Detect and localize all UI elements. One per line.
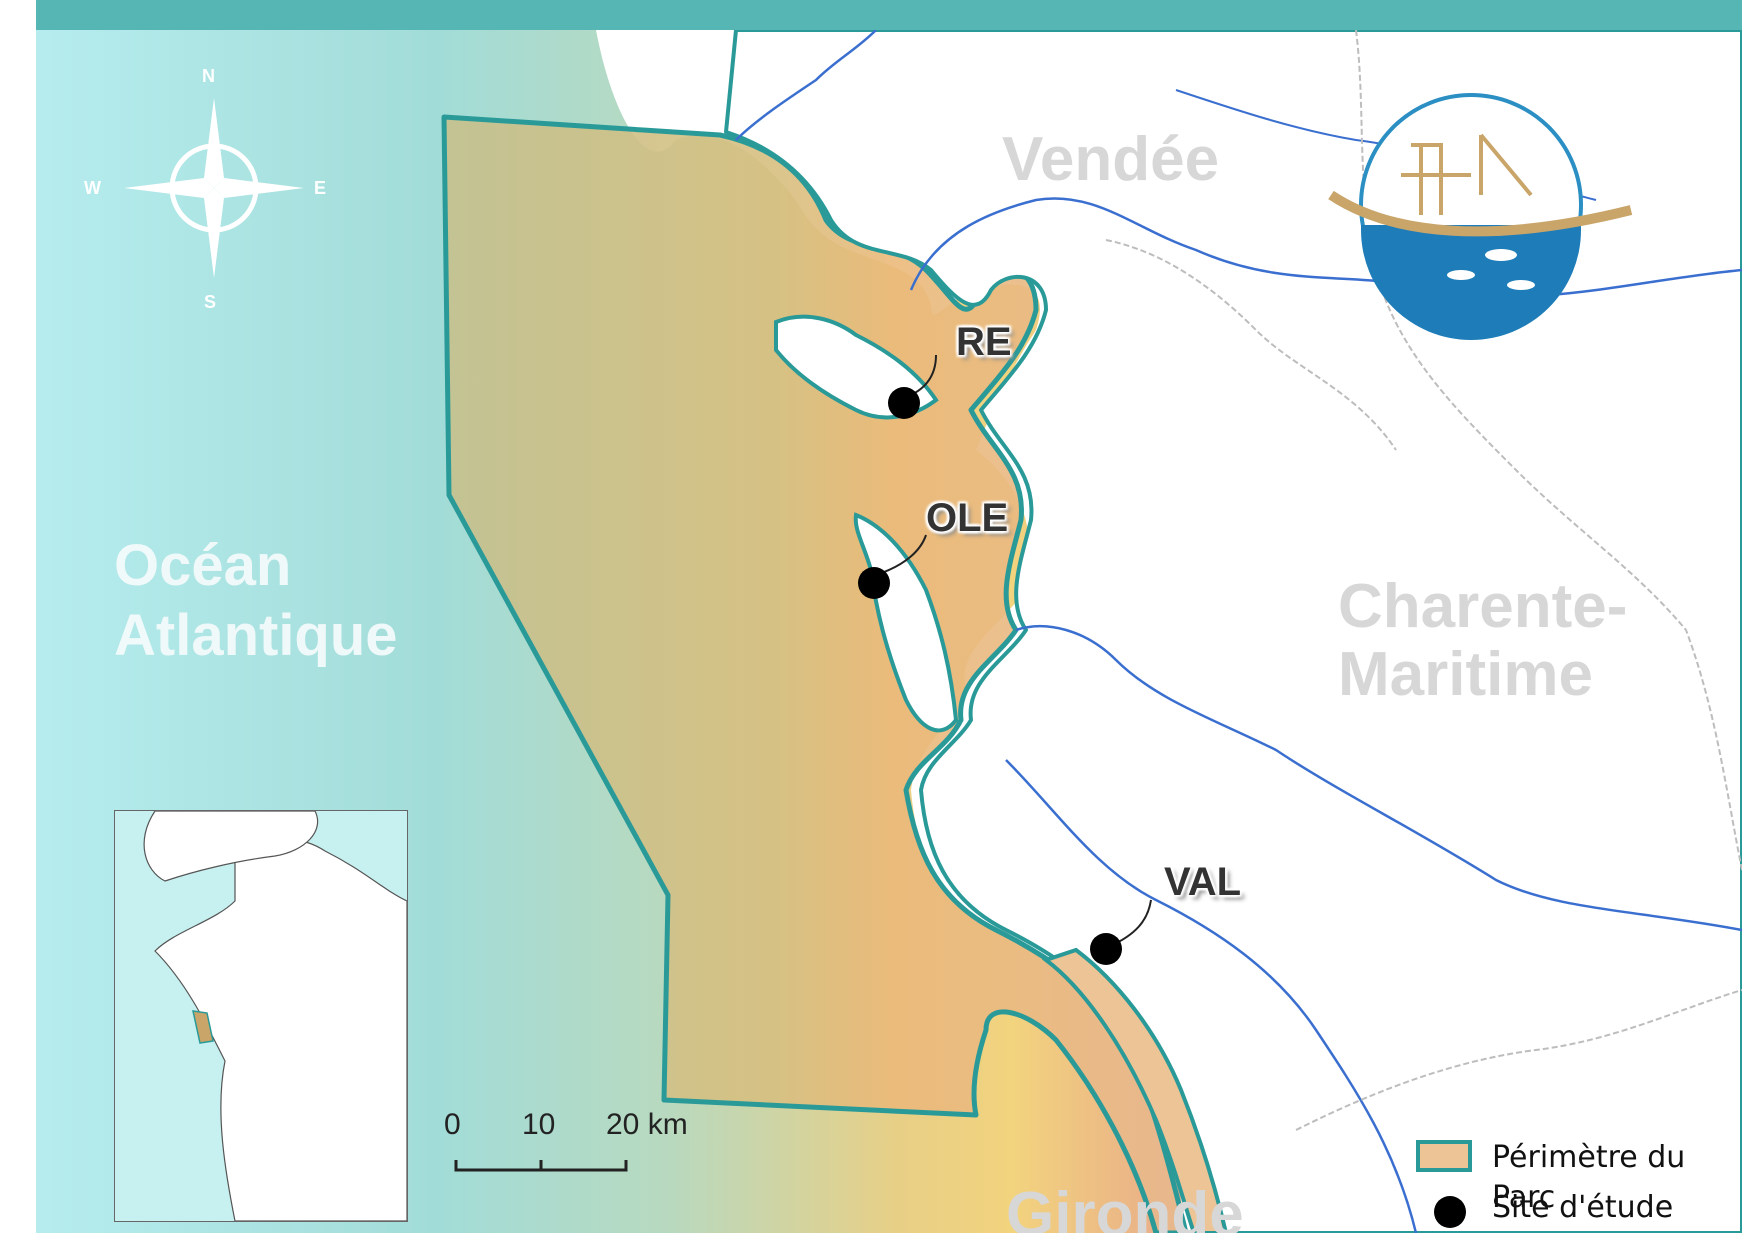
compass-north-label: N	[202, 66, 215, 86]
inset-uk	[143, 811, 319, 882]
river-3	[1005, 759, 1418, 1233]
map-canvas[interactable]: Vendée Charente- Maritime Gironde Océan …	[36, 30, 1742, 1233]
legend-perimeter-label: Périmètre du Parc	[1492, 1140, 1686, 1215]
park-perimeter	[441, 114, 1189, 1233]
map-legend: Périmètre du Parc Site d'étude	[1416, 1138, 1742, 1233]
region-label-charente-2: Maritime	[1338, 640, 1593, 709]
compass-east-label: E	[314, 178, 327, 198]
top-banner	[36, 0, 1742, 30]
site-label-val: VAL	[1164, 860, 1242, 904]
legend-site-dot-icon	[1434, 1196, 1466, 1228]
compass-rose-icon	[124, 98, 304, 278]
inset-map-graphic	[143, 811, 407, 1221]
region-label-vendee: Vendée	[1002, 125, 1220, 194]
legend-perimeter-swatch	[1416, 1140, 1472, 1172]
river-4	[735, 30, 877, 141]
site-marker-ole[interactable]	[858, 534, 927, 599]
border-3	[1295, 989, 1742, 1131]
region-label-charente-1: Charente-	[1338, 572, 1628, 641]
border-2	[1105, 239, 1397, 451]
inset-locator-map	[114, 810, 408, 1222]
ocean-label-2: Atlantique	[114, 603, 398, 668]
legend-row-perimeter: Périmètre du Parc	[1416, 1138, 1742, 1215]
compass-south-label: S	[204, 292, 217, 312]
region-label-gironde: Gironde	[1006, 1180, 1244, 1233]
scale-label-10: 10	[522, 1108, 556, 1141]
site-marker-re[interactable]	[888, 354, 937, 419]
inset-france	[154, 838, 407, 1221]
site-label-re: RE	[956, 320, 1012, 364]
compass-west-label: W	[84, 178, 101, 198]
inset-park	[192, 1010, 214, 1044]
legend-site-label: Site d'étude	[1492, 1190, 1674, 1225]
site-marker-val[interactable]	[1090, 899, 1152, 965]
river-2	[1015, 625, 1742, 932]
legend-row-site: Site d'étude	[1416, 1188, 1742, 1233]
ocean-label-1: Océan	[114, 533, 292, 598]
scale-label-20: 20 km	[606, 1108, 688, 1141]
scale-bar	[454, 1160, 628, 1172]
park-logo-icon	[1328, 93, 1633, 340]
site-label-ole: OLE	[926, 496, 1009, 540]
scale-label-0: 0	[444, 1108, 461, 1141]
